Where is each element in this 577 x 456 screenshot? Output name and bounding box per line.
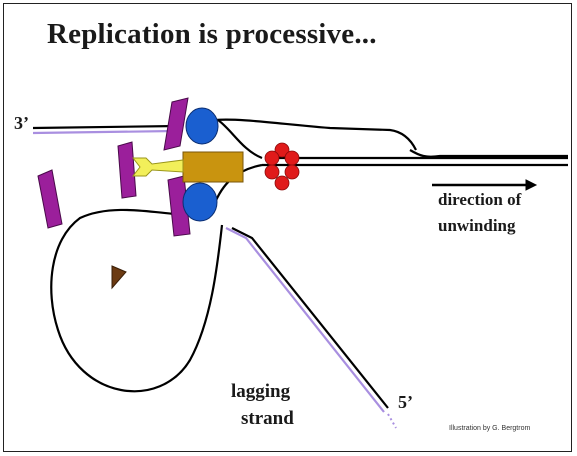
five-prime-label: 5’ [398,392,413,412]
lagging-new-strand [225,227,385,413]
direction-arrow [432,179,538,191]
clamp-subunit-bottom [167,175,191,237]
polymerase-top [185,107,219,145]
lagging-strand-end-dots [387,413,397,429]
lagging-label-line2: strand [241,408,294,429]
helicase [264,142,300,191]
three-prime-label: 3’ [14,113,29,133]
direction-label-line1: direction of [438,190,522,209]
clamp-subunit-middle [117,141,137,199]
clamp-subunit-left [37,169,63,229]
lagging-label-line1: lagging [231,381,291,402]
parental-duplex [262,149,568,167]
lagging-template [50,163,389,409]
leading-template [32,118,417,160]
clamp-loader-subunits [37,97,191,237]
direction-label-line2: unwinding [438,216,516,235]
tau-linker [131,157,184,177]
clamp-subunit-top [163,97,189,151]
primase [111,265,127,290]
leading-new-strand [32,129,176,135]
polymerase-core [182,151,244,183]
polymerase-bottom [182,182,218,222]
illustration-credit: Illustration by G. Bergtrom [449,425,531,432]
slide-frame [3,3,572,452]
slide-title: Replication is processive... [47,18,377,50]
